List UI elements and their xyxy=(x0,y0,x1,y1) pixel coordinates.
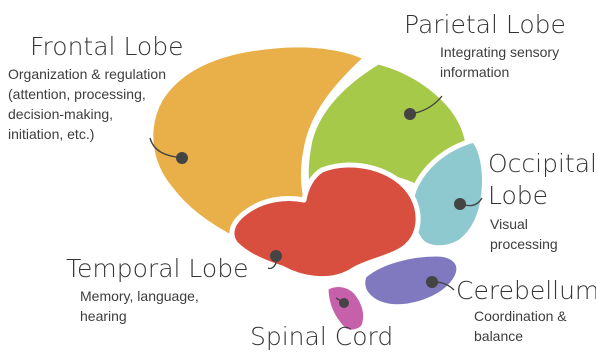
brain-illustration xyxy=(151,45,485,332)
frontal-lobe-description: Organization & regulation (attention, pr… xyxy=(8,64,166,144)
cerebellum-desc-line-2: balance xyxy=(474,326,567,346)
frontal-lobe-title: Frontal Lobe xyxy=(30,34,183,59)
parietal-pointer-dot xyxy=(404,108,416,120)
occipital-lobe-description: Visual processing xyxy=(490,214,558,254)
parietal-desc-line-1: Integrating sensory xyxy=(440,42,559,62)
occipital-title-line-2: Lobe xyxy=(488,180,596,212)
parietal-desc-line-2: information xyxy=(440,62,559,82)
cerebellum-description: Coordination & balance xyxy=(474,306,567,346)
temporal-pointer-dot xyxy=(270,250,282,262)
parietal-lobe-description: Integrating sensory information xyxy=(440,42,559,82)
frontal-desc-line-3: decision-making, xyxy=(8,104,166,124)
temporal-lobe-title: Temporal Lobe xyxy=(66,256,248,281)
cerebellum-title: Cerebellum xyxy=(456,278,596,303)
occipital-title-line-1: Occipital xyxy=(488,148,596,180)
occipital-lobe-title: Occipital Lobe xyxy=(488,148,596,212)
temporal-desc-line-2: hearing xyxy=(80,306,199,326)
occipital-desc-line-2: processing xyxy=(490,234,558,254)
frontal-desc-line-2: (attention, processing, xyxy=(8,84,166,104)
frontal-desc-line-4: initiation, etc.) xyxy=(8,124,166,144)
occipital-pointer-dot xyxy=(454,198,466,210)
spinal-pointer-dot xyxy=(339,298,349,308)
temporal-lobe-description: Memory, language, hearing xyxy=(80,286,199,326)
parietal-lobe-title: Parietal Lobe xyxy=(404,12,566,37)
occipital-desc-line-1: Visual xyxy=(490,214,558,234)
frontal-pointer-dot xyxy=(176,152,188,164)
spinal-cord-title: Spinal Cord xyxy=(250,324,393,349)
frontal-desc-line-1: Organization & regulation xyxy=(8,64,166,84)
cerebellum-desc-line-1: Coordination & xyxy=(474,306,567,326)
temporal-desc-line-1: Memory, language, xyxy=(80,286,199,306)
cerebellum-pointer-dot xyxy=(426,276,438,288)
